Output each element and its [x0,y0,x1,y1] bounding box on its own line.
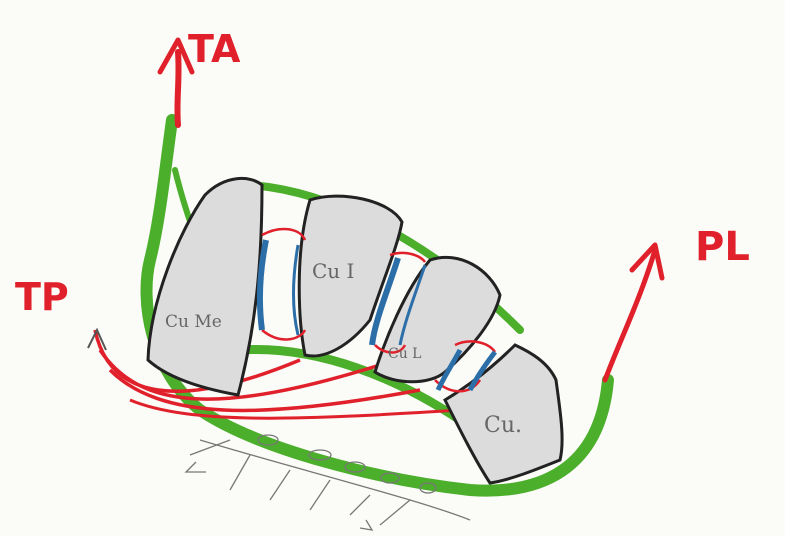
label-medial-cuneiform: Cu Me [165,312,222,332]
red-tendon-tp-4 [129,398,461,420]
blue-ligament-2 [292,244,300,336]
pencil-sketch-ground [184,434,471,531]
red-joint-1 [261,227,307,341]
bone-cuboid [443,343,564,485]
blue-ligament-4 [398,264,427,346]
red-tendon-tp-2 [98,349,381,401]
green-tendon-outer [140,114,614,497]
pl-arrow-shaft [602,247,658,383]
tp-arrow-head [87,327,107,351]
pl-arrow-head [629,242,665,281]
green-tendon-mid [235,345,465,425]
blue-ligament-5 [435,348,463,392]
bone-medial-cuneiform [146,176,264,397]
blue-ligament-1 [256,239,269,331]
label-tp: TP [15,275,69,319]
bone-intermediate-cuneiform [297,194,404,358]
blue-ligament-3 [369,257,401,346]
label-ta: TA [188,27,241,71]
label-lateral-cuneiform: Cu L [388,346,421,362]
red-joint-2 [374,251,427,354]
blue-ligament-6 [467,350,497,392]
label-intermediate-cuneiform: Cu I [312,259,354,283]
label-pl: PL [695,224,750,270]
label-cuboid: Cu. [484,413,522,438]
red-tendon-tp-3 [108,368,421,413]
ta-arrow-shaft [174,49,182,128]
ta-arrow-head [157,37,195,75]
